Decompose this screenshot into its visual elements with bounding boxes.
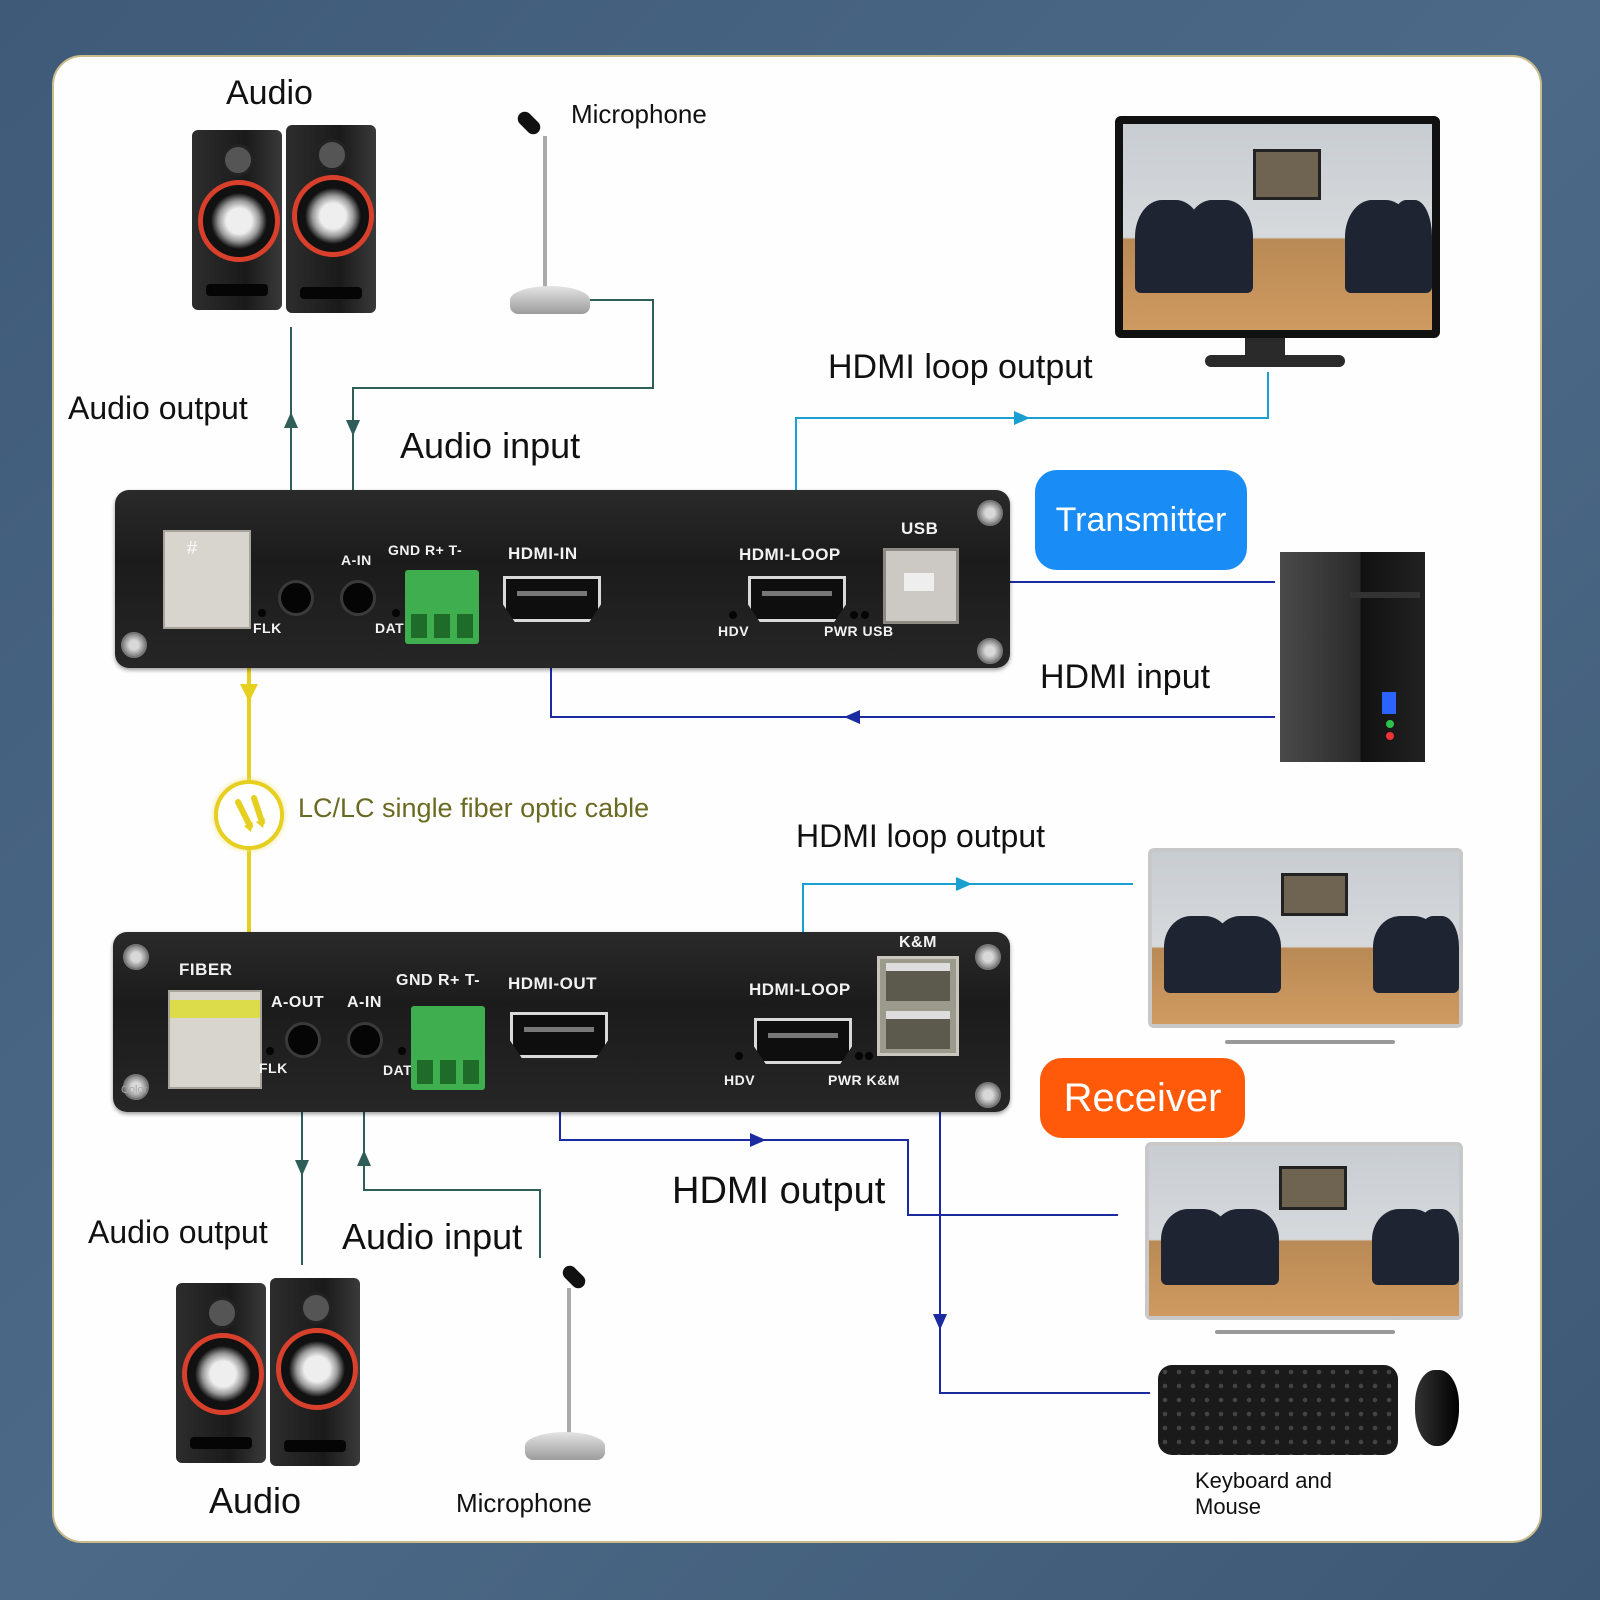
keyboard-mouse-label-line2: Mouse <box>1195 1494 1262 1519</box>
rx-terminal-label: GND R+ T- <box>396 972 481 989</box>
rx-hdmi-loop-label: HDMI-LOOP <box>749 980 851 999</box>
transmitter-badge: Transmitter <box>1035 470 1247 570</box>
screw-icon <box>975 944 1001 970</box>
screw-icon <box>977 638 1003 664</box>
rx-flk-label: FLK <box>259 1060 288 1076</box>
rx-hdmi-loop-port[interactable] <box>754 1018 852 1064</box>
tx-loop-monitor <box>1115 116 1440 338</box>
tx-hdmi-in-label: HDMI-IN <box>508 544 578 563</box>
mouse-image <box>1415 1370 1459 1446</box>
tx-hdmi-loop-port[interactable] <box>748 576 846 622</box>
rx-hdv-label: HDV <box>724 1072 756 1088</box>
receiver-badge: Receiver <box>1040 1058 1245 1138</box>
tx-fiber-port[interactable]: # <box>163 530 251 629</box>
speaker-left <box>176 1283 266 1463</box>
tx-hdmi-input-label: HDMI input <box>1040 658 1211 696</box>
fiber-cable-label: LC/LC single fiber optic cable <box>298 793 650 823</box>
tx-usb-label: USB <box>901 519 939 538</box>
rx-pwr-km-label: PWR K&M <box>828 1072 900 1088</box>
rx-km-label: K&M <box>899 934 937 951</box>
fiber-port-mark: # <box>187 538 198 558</box>
tx-dat-label: DAT <box>375 620 405 636</box>
rx-audio-in-jack[interactable] <box>347 1022 383 1058</box>
tx-a-in-label: A-IN <box>341 552 372 568</box>
rx-audio-input-label: Audio input <box>342 1216 523 1257</box>
receiver-device: FIBER FLK A-OUT A-IN DAT GND R+ T- HDMI-… <box>113 932 1010 1112</box>
speaker-left <box>192 130 282 310</box>
tx-microphone-label: Microphone <box>571 99 707 129</box>
tx-audio-in-jack[interactable] <box>340 580 376 616</box>
screw-icon <box>977 500 1003 526</box>
screw-icon <box>121 632 147 658</box>
screw-icon <box>975 1082 1001 1108</box>
rx-audio-label: Audio <box>209 1480 302 1521</box>
pc-tower-image <box>1280 552 1425 762</box>
rx-hdmi-out-port[interactable] <box>510 1012 608 1058</box>
tx-audio-output-label: Audio output <box>68 390 248 426</box>
rx-dat-label: DAT <box>383 1062 413 1078</box>
rx-hdmi-loop-output-label: HDMI loop output <box>796 818 1046 854</box>
fiber-optic-icon <box>214 780 284 850</box>
tx-audio-input-label: Audio input <box>400 425 581 466</box>
keyboard-image <box>1158 1365 1398 1455</box>
rx-microphone-image <box>515 1260 605 1460</box>
rx-a-out-label: A-OUT <box>271 994 325 1011</box>
tx-hdv-label: HDV <box>718 623 750 639</box>
rx-hdmi-out-label: HDMI-OUT <box>508 974 597 993</box>
tx-hdmi-in-port[interactable] <box>503 576 601 622</box>
tx-usb-b-port[interactable] <box>883 548 959 624</box>
rx-output-monitor <box>1145 1142 1463 1320</box>
rx-terminal-block[interactable] <box>411 1006 485 1090</box>
screw-icon <box>123 1074 149 1100</box>
screw-icon <box>123 944 149 970</box>
tx-hdmi-loop-label: HDMI-LOOP <box>739 545 841 564</box>
tx-terminal-label: GND R+ T- <box>388 542 463 558</box>
rx-km-usb-ports[interactable] <box>877 956 959 1056</box>
tx-flk-label: FLK <box>253 620 282 636</box>
monitor-base <box>1205 355 1345 367</box>
transmitter-device: # FLK A-IN DAT GND R+ T- HDMI-IN HDMI-LO… <box>115 490 1010 668</box>
tx-microphone-image <box>505 108 595 318</box>
rx-hdmi-output-label: HDMI output <box>672 1170 886 1212</box>
rx-audio-output-label: Audio output <box>88 1214 268 1250</box>
tx-pwr-usb-label: PWR USB <box>824 623 894 639</box>
color-mark: Color <box>121 1084 148 1096</box>
rx-microphone-label: Microphone <box>456 1488 592 1518</box>
keyboard-mouse-label-line1: Keyboard and <box>1195 1468 1332 1493</box>
rx-fiber-label: FIBER <box>179 960 233 979</box>
rx-fiber-port[interactable] <box>168 990 262 1089</box>
tx-audio-label: Audio <box>226 74 313 112</box>
tx-terminal-block[interactable] <box>405 570 479 644</box>
speaker-right <box>270 1278 360 1466</box>
rx-loop-monitor <box>1148 848 1463 1028</box>
speaker-right <box>286 125 376 313</box>
rx-a-in-label: A-IN <box>347 994 382 1011</box>
monitor-base <box>1215 1330 1395 1334</box>
tx-hdmi-loop-output-label: HDMI loop output <box>828 348 1093 386</box>
tx-audio-out-jack[interactable] <box>278 580 314 616</box>
monitor-base <box>1225 1040 1395 1044</box>
rx-audio-out-jack[interactable] <box>285 1022 321 1058</box>
monitor-stand <box>1245 338 1285 358</box>
